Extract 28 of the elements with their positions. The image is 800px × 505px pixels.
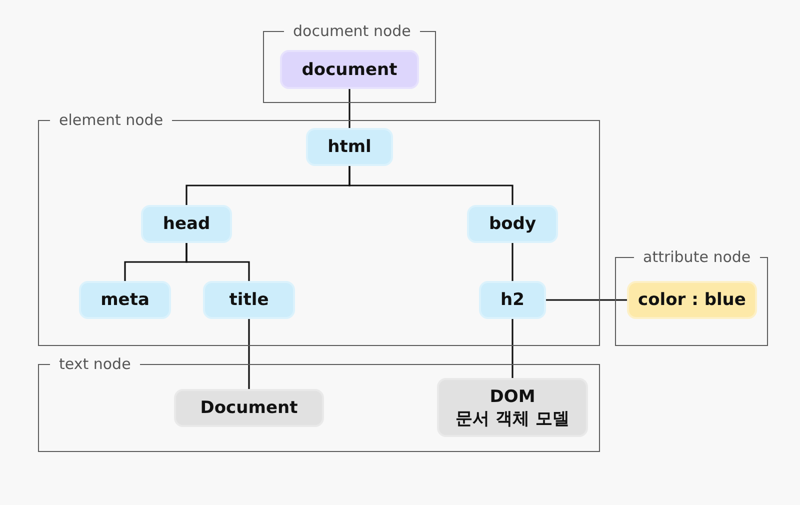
tree-node [174, 389, 324, 427]
node-label: document [302, 58, 398, 80]
tree-node [437, 378, 588, 437]
connector-line [348, 166, 514, 205]
tree-node [79, 281, 171, 319]
connector-line [348, 89, 350, 128]
tree-node [280, 50, 419, 89]
tree-node [203, 281, 295, 319]
connector-line [546, 299, 627, 301]
node-label: 문서 객체 모델 [456, 408, 570, 430]
node-label: color : blue [638, 289, 746, 311]
node-label: body [488, 213, 536, 235]
tree-node [479, 281, 546, 319]
connector-line [186, 243, 250, 281]
node-label: h2 [500, 289, 524, 311]
tree-node [141, 205, 232, 243]
connector-line [512, 319, 514, 378]
node-label: meta [100, 289, 150, 311]
node-label: Document [200, 397, 298, 419]
connector-line [248, 319, 250, 389]
tree-node [306, 128, 393, 166]
tree-node [627, 281, 757, 319]
connector-line [512, 243, 514, 281]
node-label: head [162, 213, 210, 235]
node-label: title [229, 289, 269, 311]
tree-node [467, 205, 558, 243]
node-label: DOM [490, 386, 536, 408]
node-label: html [328, 136, 372, 158]
